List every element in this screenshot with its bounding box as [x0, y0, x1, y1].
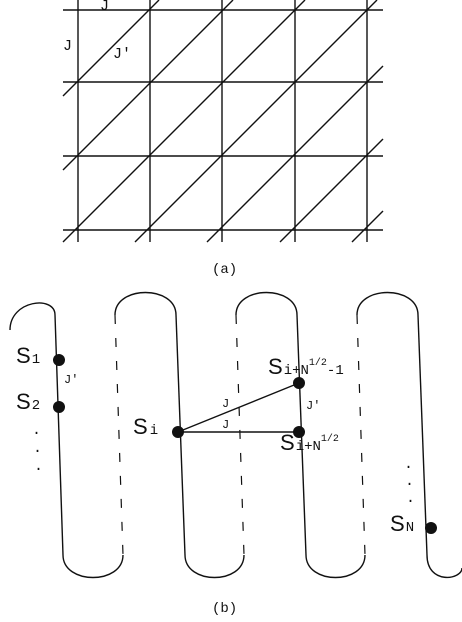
- coupling-j-label: J: [222, 397, 229, 411]
- coupling-j-label: J: [222, 418, 229, 432]
- site-sn-dot: [425, 522, 437, 534]
- site-sn-label: SN: [390, 511, 414, 536]
- site-si-n-dot: [293, 426, 305, 438]
- coupling-j-label: J: [63, 38, 72, 55]
- site-si-n-minus-dot: [293, 377, 305, 389]
- site-s1-dot: [53, 354, 65, 366]
- site-s1-label: S1: [16, 343, 40, 368]
- panel-b-caption: (b): [212, 601, 237, 617]
- ellipsis-dot: .: [34, 458, 43, 475]
- site-s2-dot: [53, 401, 65, 413]
- ellipsis-dot: .: [33, 440, 42, 457]
- coupling-j-prime-label: J': [113, 46, 131, 63]
- panel-a-lattice: [62, 0, 384, 243]
- coupling-j-prime-label: J': [64, 373, 78, 387]
- coupling-j-label: J: [100, 0, 109, 15]
- ellipsis-dot: .: [405, 473, 414, 490]
- site-si-dot: [172, 426, 184, 438]
- site-si-n-label: Si+N1/2: [280, 430, 339, 455]
- ellipsis-dot: .: [406, 490, 415, 507]
- ellipsis-dot: .: [404, 456, 413, 473]
- coupling-j-prime-label: J': [306, 399, 320, 413]
- panel-a-caption: (a): [212, 262, 237, 278]
- site-s2-label: S2: [16, 389, 40, 414]
- ellipsis-dot: .: [32, 422, 41, 439]
- site-si-n-minus-label: Si+N1/2-1: [268, 354, 344, 379]
